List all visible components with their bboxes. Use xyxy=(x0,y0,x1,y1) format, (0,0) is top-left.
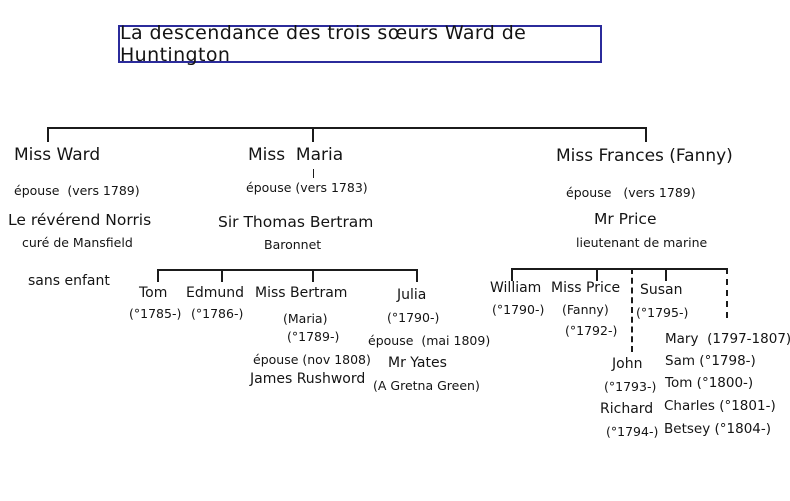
bertram-child-julia-spouse: Mr Yates xyxy=(388,355,447,371)
price-child-john-dates: (°1793-) xyxy=(604,379,657,394)
price-child-william-dates: (°1790-) xyxy=(492,302,545,317)
connector-price-dashed-younger xyxy=(726,268,728,318)
price-child-john-name: John xyxy=(612,356,643,372)
price-child-tom-name: Tom xyxy=(665,375,693,391)
frances-spouse: Mr Price xyxy=(594,210,657,228)
bertram-child-missbertram-alias: (Maria) xyxy=(283,311,328,326)
connector-bertram-tick-edmund xyxy=(221,269,223,282)
connector-maria-stub xyxy=(313,169,314,178)
price-child-sam: Sam (°1798-) xyxy=(665,354,756,369)
connector-bertram-tick-tom xyxy=(157,269,159,282)
bertram-child-edmund-dates: (°1786-) xyxy=(191,306,244,321)
bertram-child-julia-marriage: épouse (mai 1809) xyxy=(368,333,491,348)
frances-marriage: épouse (vers 1789) xyxy=(566,185,696,200)
bertram-child-julia-spouse-note: (A Gretna Green) xyxy=(373,378,480,393)
price-child-charles-name: Charles xyxy=(664,398,715,414)
price-child-betsey: Betsey (°1804-) xyxy=(664,422,771,437)
price-child-tom: Tom (°1800-) xyxy=(665,376,753,391)
bertram-child-missbertram-name: Miss Bertram xyxy=(255,285,348,301)
price-child-missprice-alias: (Fanny) xyxy=(562,302,609,317)
bertram-child-tom-name: Tom xyxy=(139,285,168,301)
price-child-charles-dates: (°1801-) xyxy=(719,398,776,414)
bertram-child-julia-name: Julia xyxy=(397,287,427,303)
diagram-title: La descendance des trois sœurs Ward de H… xyxy=(120,22,527,66)
price-child-charles: Charles (°1801-) xyxy=(664,399,776,414)
price-child-sam-name: Sam xyxy=(665,353,695,369)
price-child-sam-dates: (°1798-) xyxy=(699,353,756,369)
bertram-child-julia-dates: (°1790-) xyxy=(387,310,440,325)
price-child-betsey-name: Betsey xyxy=(664,421,711,437)
connector-top-tick-ward xyxy=(47,127,49,142)
bertram-child-tom-dates: (°1785-) xyxy=(129,306,182,321)
connector-price-tick-missprice xyxy=(596,268,598,281)
connector-top-tick-frances xyxy=(645,127,647,142)
connector-bertram-horizontal xyxy=(158,269,417,271)
price-child-richard-dates: (°1794-) xyxy=(606,424,659,439)
price-child-susan-dates: (°1795-) xyxy=(636,305,689,320)
price-child-missprice-dates: (°1792-) xyxy=(565,323,618,338)
maria-spouse-note: Baronnet xyxy=(264,237,322,252)
connector-price-tick-susan xyxy=(665,268,667,281)
bertram-child-edmund-name: Edmund xyxy=(186,285,245,301)
connector-price-horizontal xyxy=(512,268,727,270)
price-child-betsey-dates: (°1804-) xyxy=(714,421,772,437)
ward-spouse: Le révérend Norris xyxy=(8,211,152,229)
bertram-child-missbertram-marriage: épouse (nov 1808) xyxy=(253,352,371,367)
price-child-missprice-name: Miss Price xyxy=(551,280,621,296)
frances-name: Miss Frances (Fanny) xyxy=(556,146,733,166)
ward-marriage: épouse (vers 1789) xyxy=(14,183,140,198)
maria-name: Miss Maria xyxy=(248,145,344,165)
connector-top-tick-maria xyxy=(312,127,314,142)
bertram-child-missbertram-dates: (°1789-) xyxy=(287,329,340,344)
connector-price-tick-william xyxy=(511,268,513,281)
bertram-child-missbertram-spouse: James Rushword xyxy=(250,371,366,387)
frances-spouse-note: lieutenant de marine xyxy=(576,235,708,250)
price-child-richard-name: Richard xyxy=(600,401,654,417)
connector-price-dashed-john xyxy=(631,268,633,352)
price-child-mary-dates: (1797-1807) xyxy=(707,331,790,347)
price-child-william-name: William xyxy=(490,280,542,296)
price-child-mary: Mary (1797-1807) xyxy=(665,332,790,347)
price-child-tom-dates: (°1800-) xyxy=(696,375,754,391)
connector-bertram-tick-missbertram xyxy=(312,269,314,282)
ward-name: Miss Ward xyxy=(14,145,101,165)
maria-spouse: Sir Thomas Bertram xyxy=(218,213,374,231)
ward-spouse-note: curé de Mansfield xyxy=(22,235,133,250)
connector-top-horizontal xyxy=(48,127,647,129)
price-child-susan-name: Susan xyxy=(640,282,683,298)
connector-bertram-tick-julia xyxy=(416,269,418,282)
ward-children-note: sans enfant xyxy=(28,273,110,289)
diagram-title-box: La descendance des trois sœurs Ward de H… xyxy=(118,22,602,66)
price-child-mary-name: Mary xyxy=(665,331,699,347)
maria-marriage: épouse (vers 1783) xyxy=(246,180,368,195)
